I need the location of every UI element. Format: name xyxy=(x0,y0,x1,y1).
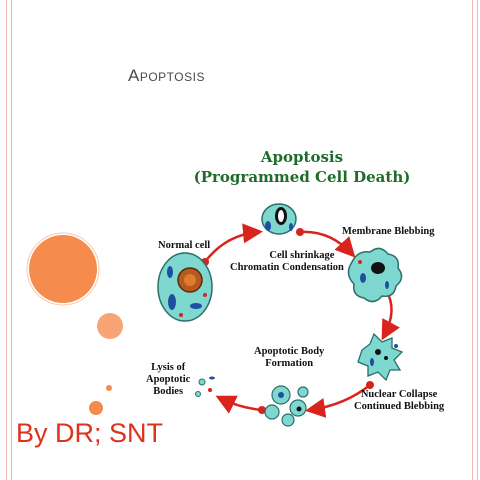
arrow-body-to-lysis xyxy=(215,395,263,414)
collapsing-cell-illustration xyxy=(357,332,404,382)
arrow-normal-to-shrinkage xyxy=(203,223,263,263)
arrow-shrinkage-to-blebbing xyxy=(299,230,356,258)
frame-line xyxy=(472,0,473,480)
lysis-fragments-illustration xyxy=(195,376,215,397)
label-apoptotic-body: Apoptotic Body Formation xyxy=(254,346,325,369)
label-membrane-blebbing: Membrane Blebbing xyxy=(342,226,435,237)
decorative-circle-small xyxy=(89,401,103,415)
diagram-heading-line1: Apoptosis xyxy=(260,148,344,166)
slide-title: Apoptosis xyxy=(128,66,205,85)
arrow-collapse-to-body xyxy=(305,384,371,418)
decorative-circle-medium xyxy=(97,313,123,339)
frame-line xyxy=(477,0,478,480)
author-text: By DR; SNT xyxy=(16,418,164,448)
arrow-node xyxy=(296,228,304,236)
decorative-circle-large xyxy=(29,235,97,303)
diagram-heading: Apoptosis (Programmed Cell Death) xyxy=(182,148,422,186)
shrinking-cell-illustration xyxy=(261,203,297,235)
diagram-heading-line2: (Programmed Cell Death) xyxy=(193,168,411,186)
decorative-circle-ring xyxy=(26,232,100,306)
label-normal-cell: Normal cell xyxy=(158,240,211,251)
arrow-node xyxy=(366,381,374,389)
decorative-circle-tiny xyxy=(106,385,112,391)
apoptotic-bodies-illustration xyxy=(264,385,309,427)
label-nuclear-collapse: Nuclear Collapse Continued Blebbing xyxy=(354,389,445,412)
label-cell-shrinkage: Cell shrinkage Chromatin Condensation xyxy=(230,250,344,273)
blebbing-cell-illustration xyxy=(347,247,403,303)
frame-line xyxy=(6,0,7,480)
normal-cell-illustration xyxy=(157,252,213,322)
frame-line xyxy=(11,0,12,480)
arrow-node xyxy=(258,406,266,414)
label-lysis: Lysis of Apoptotic Bodies xyxy=(146,362,191,397)
